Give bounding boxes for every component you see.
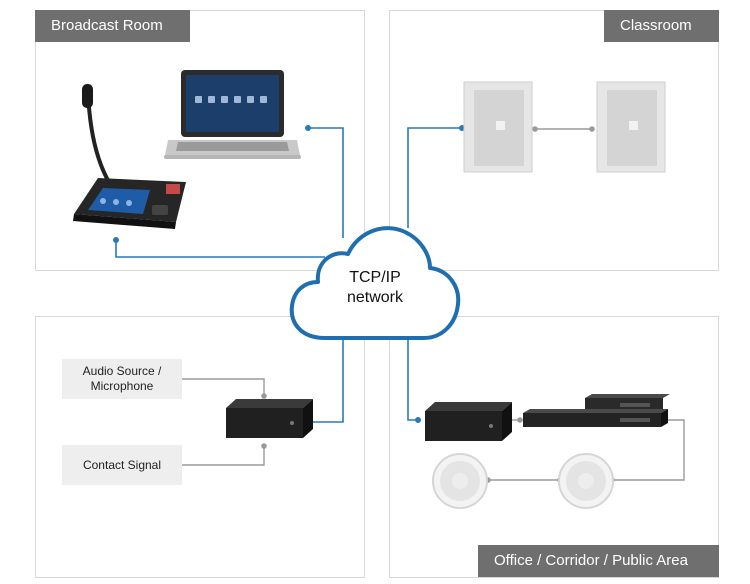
call-station-connection (115, 240, 325, 258)
classroom-label: Classroom (604, 10, 719, 42)
audio-source-box: Audio Source / Microphone (62, 359, 182, 399)
network-connections (115, 127, 462, 423)
laptop-connection (308, 127, 344, 238)
signal-connections (182, 128, 685, 481)
office-zone (389, 316, 719, 578)
interface-box-icon (425, 402, 512, 441)
amplifier-icon (523, 394, 670, 427)
ceiling-speaker-icon (558, 453, 614, 509)
office-connection (407, 335, 418, 421)
cloud-label: TCP/IP network (310, 268, 440, 308)
interface-connection (304, 335, 344, 423)
contact-signal-label: Contact Signal (82, 457, 162, 472)
interface-box-icon (226, 399, 313, 438)
contact-signal-line (182, 446, 265, 466)
ceiling-speaker-icon (432, 453, 488, 509)
contact-signal-box: Contact Signal (62, 445, 182, 485)
cloud-icon (289, 226, 461, 340)
classroom-connection (407, 127, 462, 228)
wall-speaker-icon (463, 81, 533, 173)
cloud-label-line1: TCP/IP (349, 269, 401, 286)
call-station-icon (73, 84, 186, 229)
cloud-label-line2: network (346, 289, 404, 306)
office-label: Office / Corridor / Public Area (478, 545, 719, 577)
audio-source-label-line2: Microphone (90, 379, 154, 393)
laptop-icon (164, 70, 301, 159)
broadcast-room-label: Broadcast Room (35, 10, 190, 42)
wall-speaker-icon (596, 81, 666, 173)
audio-source-line (182, 378, 265, 396)
amplifier-speaker-line (612, 419, 685, 481)
audio-source-label-line1: Audio Source / (82, 364, 162, 378)
